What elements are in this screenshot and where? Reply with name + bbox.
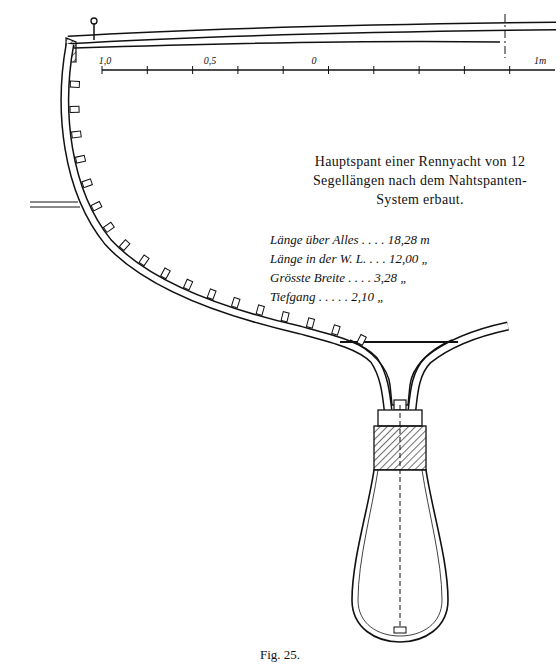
scale-label: 0,5: [204, 55, 217, 66]
scale-label: 0: [312, 55, 317, 66]
frame-rib: [75, 155, 85, 163]
dimension-row: Tiefgang . . . . . 2,10 „: [270, 289, 385, 305]
title: Hauptspant einer Rennyacht von 12 Segell…: [300, 152, 540, 209]
frame-rib: [281, 312, 289, 322]
center-line: [505, 14, 506, 58]
frame-rib: [231, 297, 239, 307]
frame-rib: [70, 106, 79, 112]
stanchion: [93, 22, 95, 40]
frame-rib: [103, 222, 114, 232]
frame-rib: [256, 305, 264, 315]
dimension-row: Länge über Alles . . . . 18,28 m: [270, 232, 430, 248]
floor-frame: [350, 340, 452, 405]
frame-rib: [306, 318, 314, 328]
frame-rib: [82, 179, 92, 188]
frame-rib: [207, 289, 216, 300]
scale-label: 1m: [534, 55, 546, 66]
caption: Fig. 25.: [260, 647, 300, 663]
deck-beam: [74, 41, 500, 48]
scale-label: 1,0: [99, 55, 112, 66]
hull-planking-starboard: [412, 326, 508, 410]
frame-rib: [161, 268, 171, 279]
keel-bolt: [400, 405, 401, 628]
frame-rib: [72, 131, 82, 138]
frame-rib: [184, 279, 193, 290]
waterline: [30, 202, 78, 203]
frame-rib: [139, 255, 149, 266]
frame-rib: [119, 240, 129, 251]
frame-rib: [357, 334, 366, 345]
dimension-row: Grösste Breite . . . . 3,28 „: [270, 270, 407, 286]
frame-rib: [91, 201, 102, 210]
dimension-row: Länge in der W. L. . . . 12,00 „: [270, 251, 429, 267]
frame-rib: [70, 81, 79, 87]
deck-planking: [68, 26, 556, 40]
frame-rib: [332, 325, 340, 335]
hull-planking: [65, 44, 388, 410]
